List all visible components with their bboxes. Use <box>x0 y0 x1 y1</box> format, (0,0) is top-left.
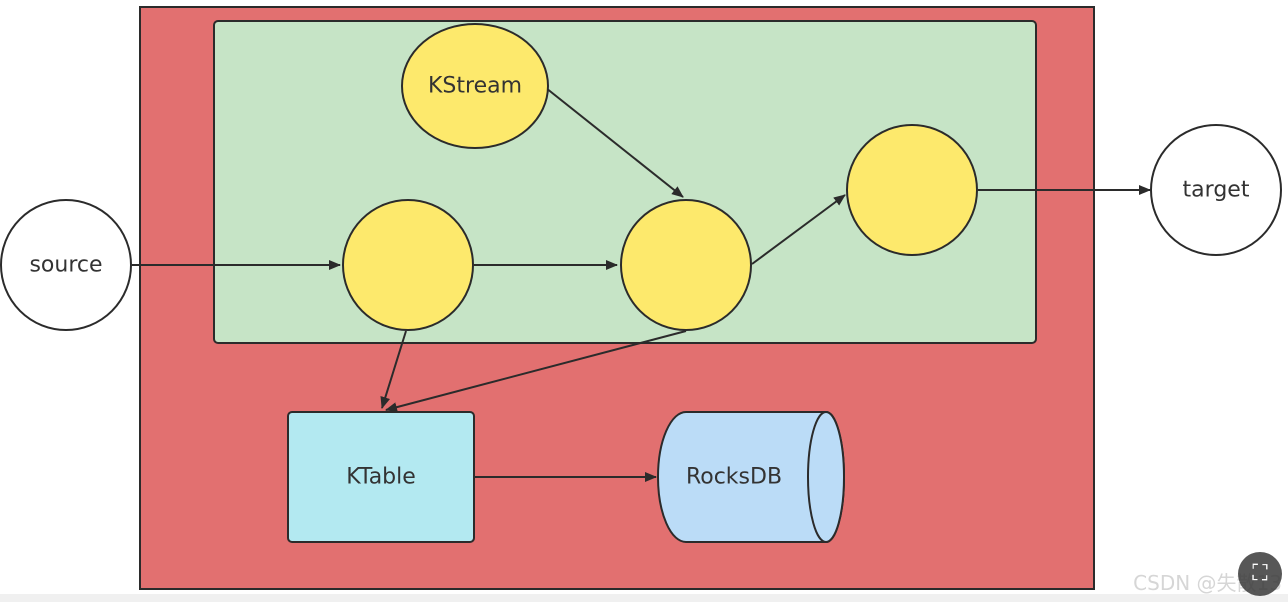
processor-node-1 <box>342 199 474 331</box>
processor-node-3 <box>846 124 978 256</box>
screenshot-icon[interactable]: ⛶ <box>1238 552 1282 596</box>
target-node: target <box>1150 124 1282 256</box>
rocksdb-label: RocksDB <box>686 465 782 490</box>
source-node: source <box>0 199 132 331</box>
processor-node-2 <box>620 199 752 331</box>
edge-processor-1-to-ktable <box>380 330 407 409</box>
kstream-label: KStream <box>428 74 522 99</box>
bottom-strip <box>0 594 1288 602</box>
source-label: source <box>29 253 102 278</box>
rocksdb-node: RocksDB <box>657 411 845 543</box>
rocksdb-cylinder-cap <box>807 411 845 543</box>
edge-processor-2-to-ktable <box>385 330 687 413</box>
ktable-node: KTable <box>287 411 475 543</box>
ktable-label: KTable <box>346 465 416 490</box>
edge-kstream-to-processor-2 <box>545 87 684 198</box>
kstream-node: KStream <box>401 23 549 149</box>
edge-processor-2-to-processor-3 <box>751 194 846 265</box>
target-label: target <box>1183 178 1250 203</box>
